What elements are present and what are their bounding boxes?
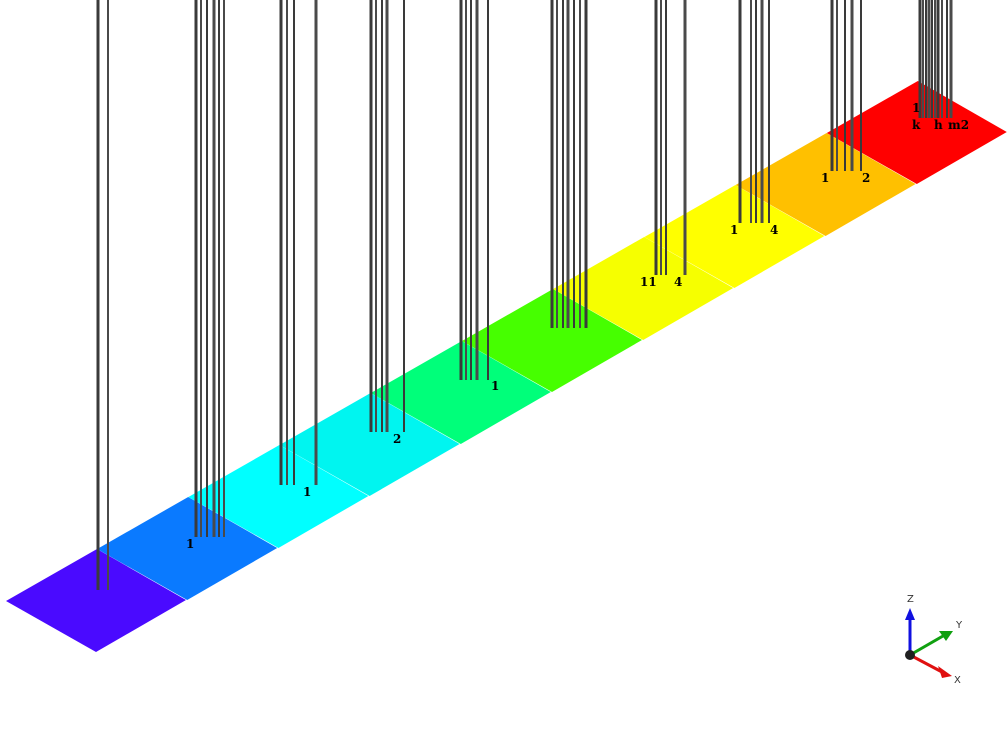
point-label: 1 xyxy=(186,537,194,551)
point-label: 1 xyxy=(730,223,738,237)
ground-tile xyxy=(6,549,186,652)
axis-origin xyxy=(905,650,915,660)
vertical-rods xyxy=(96,0,953,590)
y-axis-arrowhead xyxy=(939,631,953,641)
z-axis-arrowhead xyxy=(905,608,915,620)
y-axis-label: Y xyxy=(955,620,963,631)
ground-tile xyxy=(735,133,916,236)
ground-tile xyxy=(826,81,1007,184)
ground-tile xyxy=(553,237,734,340)
point-label: 1 xyxy=(303,485,311,499)
z-axis-label: Z xyxy=(907,594,914,605)
point-label: 2 xyxy=(862,171,870,185)
ground-tile xyxy=(188,445,369,548)
x-axis-arrowhead xyxy=(938,666,952,678)
x-axis-label: X xyxy=(954,675,961,686)
point-labels: 1 1 2 1 11 4 1 4 1 2 1 k h m2 xyxy=(186,101,969,551)
ground-tile xyxy=(97,497,278,600)
ground-tiles xyxy=(6,81,1007,652)
axis-orientation-triad[interactable]: Z Y X xyxy=(905,594,963,686)
point-label: 1 xyxy=(821,171,829,185)
point-label: m2 xyxy=(948,118,969,132)
point-label: h xyxy=(934,118,943,132)
point-label: 11 xyxy=(640,275,657,289)
point-label: 4 xyxy=(770,223,778,237)
ground-tile xyxy=(462,289,642,392)
point-label: 4 xyxy=(674,275,682,289)
x-axis-line xyxy=(909,653,943,674)
y-axis-line xyxy=(909,634,944,657)
point-label: 2 xyxy=(393,432,401,446)
ground-tile xyxy=(644,185,825,288)
point-label: 1 xyxy=(491,379,499,393)
ground-tile xyxy=(279,393,460,496)
ground-tile xyxy=(370,341,551,444)
point-label: 1 xyxy=(912,101,920,115)
point-label: k xyxy=(912,118,921,132)
